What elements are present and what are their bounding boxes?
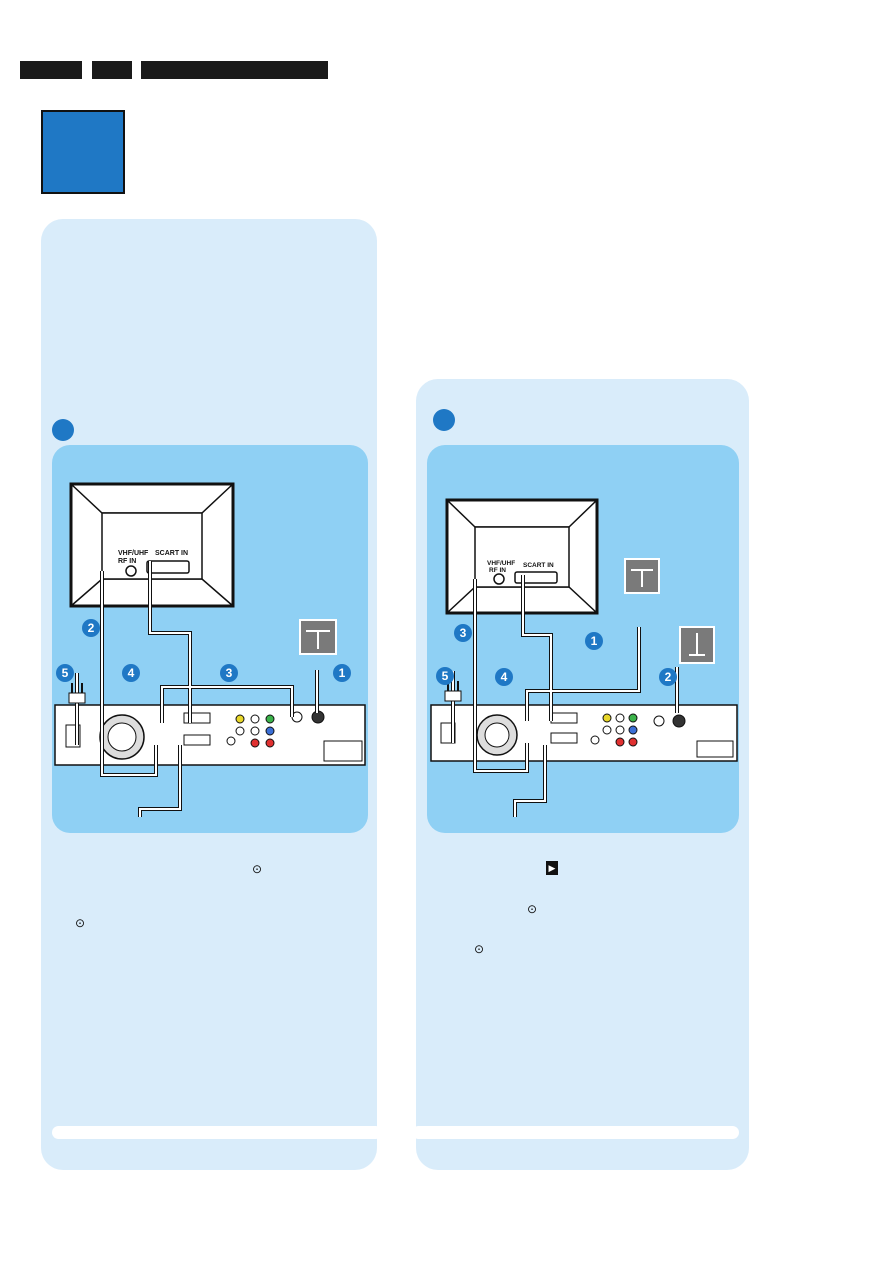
right-step-dot xyxy=(433,409,455,431)
left-connection-diagram: VHF/UHF RF IN SCART IN xyxy=(54,482,366,817)
arrow-box-icon: ▶ xyxy=(546,861,558,875)
header-box-1 xyxy=(20,61,82,79)
right-cable-num-4: 4 xyxy=(501,670,508,684)
left-step-dot xyxy=(52,419,74,441)
section-tab xyxy=(41,110,125,194)
left-cable-num-2: 2 xyxy=(88,621,95,635)
tv-rf-label-1: VHF/UHF xyxy=(118,550,149,557)
left-cable-num-5: 5 xyxy=(62,666,69,680)
antenna-in-symbol-2: ⊙ xyxy=(75,916,86,930)
right-cable-num-5: 5 xyxy=(442,669,449,683)
recorder-back xyxy=(54,704,366,766)
right-connection-diagram: VHF/UHF RF IN SCART IN xyxy=(430,498,738,817)
right-diagram-area: VHF/UHF RF IN SCART IN xyxy=(427,445,739,833)
antenna-in-symbol-3: ⊙ xyxy=(527,902,538,916)
antenna-in-symbol-4: ⊙ xyxy=(474,942,485,956)
tv-rf-label-2: RF IN xyxy=(118,558,136,565)
ground-antenna-icon xyxy=(679,626,715,664)
left-diagram-area: VHF/UHF RF IN SCART IN xyxy=(52,445,368,833)
left-cable-num-3: 3 xyxy=(226,666,233,680)
left-cable-num-1: 1 xyxy=(339,666,346,680)
power-plug-icon xyxy=(68,683,86,704)
antenna-icon-right xyxy=(624,558,660,594)
antenna-in-symbol: ⊙ xyxy=(252,862,263,876)
tv-rf-label-r1: VHF/UHF xyxy=(487,560,515,567)
antenna-icon xyxy=(299,619,337,655)
right-cable-num-1: 1 xyxy=(591,634,598,648)
tv-scart-label: SCART IN xyxy=(155,550,188,557)
recorder-back-right xyxy=(430,704,738,762)
tv-rf-label-r2: RF IN xyxy=(489,567,506,574)
header-box-2 xyxy=(92,61,132,79)
right-cable-num-3: 3 xyxy=(460,626,467,640)
tv-scart-label-r: SCART IN xyxy=(523,562,554,569)
right-footer-bar xyxy=(412,1126,739,1139)
left-cable-num-4: 4 xyxy=(128,666,135,680)
right-cable-num-2: 2 xyxy=(665,670,672,684)
header-box-3 xyxy=(141,61,328,79)
arrow-icon: ▶ xyxy=(548,863,556,873)
left-footer-bar xyxy=(52,1126,382,1139)
